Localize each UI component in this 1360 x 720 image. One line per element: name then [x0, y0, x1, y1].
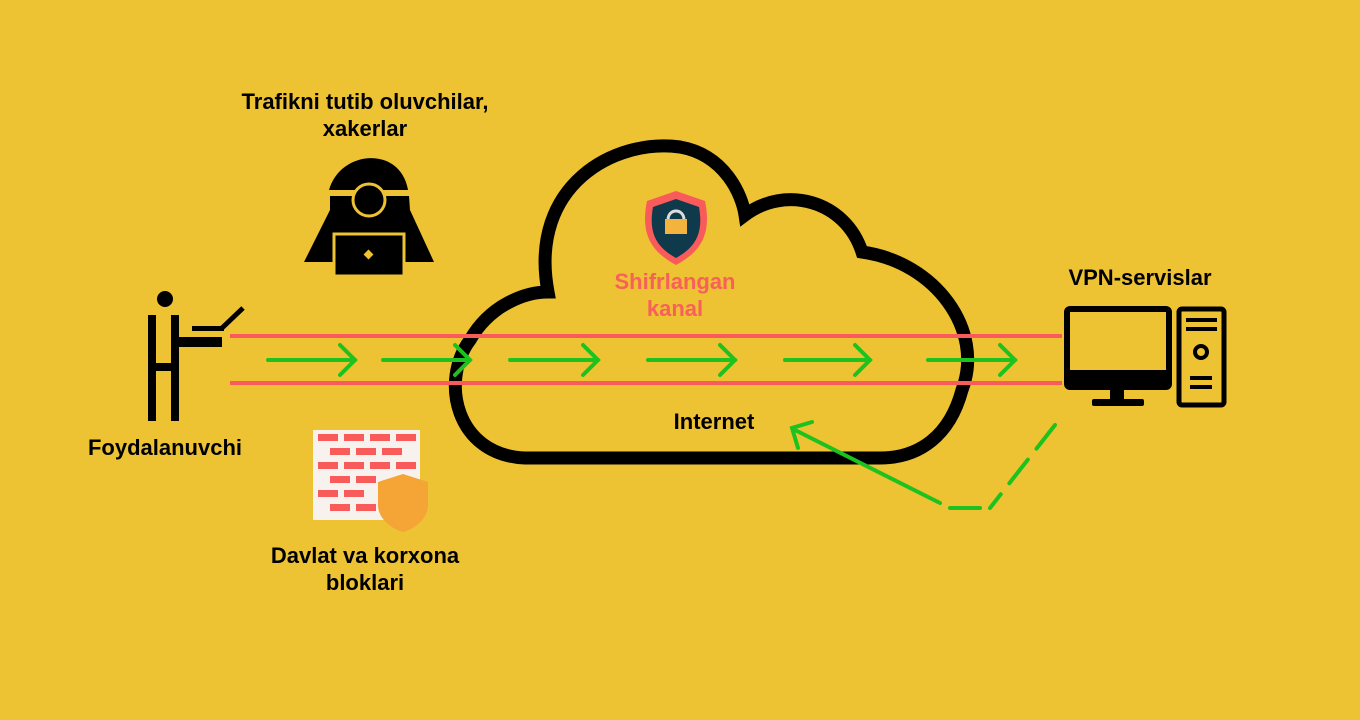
return-path-arrow: [789, 420, 1057, 510]
arrow-icon: [783, 343, 873, 377]
user-icon: [148, 291, 245, 421]
arrow-icon: [508, 343, 601, 377]
encrypted-line1: Shifrlangan: [614, 269, 736, 294]
arrow-icon: [926, 343, 1018, 377]
blocks-line2: bloklari: [325, 570, 405, 595]
encrypted-line2: kanal: [646, 296, 704, 321]
hackers-label-line1: Trafikni tutib oluvchilar,: [241, 89, 489, 114]
arrow-icon: [266, 343, 358, 377]
vpn-server-icon: [1064, 306, 1227, 408]
hackers-label: Trafikni tutib oluvchilar,xakerlar: [200, 88, 530, 142]
hacker-icon: [304, 158, 434, 278]
green-arrows: [266, 343, 1018, 377]
hackers-label-line2: xakerlar: [322, 116, 408, 141]
vpn-label: VPN-servislar: [1068, 265, 1212, 290]
blocks-line1: Davlat va korxona: [270, 543, 460, 568]
firewall-icon: [313, 430, 428, 532]
arrow-icon: [381, 343, 473, 377]
internet-cloud: [448, 139, 974, 465]
internet-label: Internet: [673, 409, 755, 434]
arrow-icon: [646, 343, 738, 377]
shield-lock-icon: [645, 191, 707, 265]
user-label: Foydalanuvchi: [87, 435, 243, 460]
